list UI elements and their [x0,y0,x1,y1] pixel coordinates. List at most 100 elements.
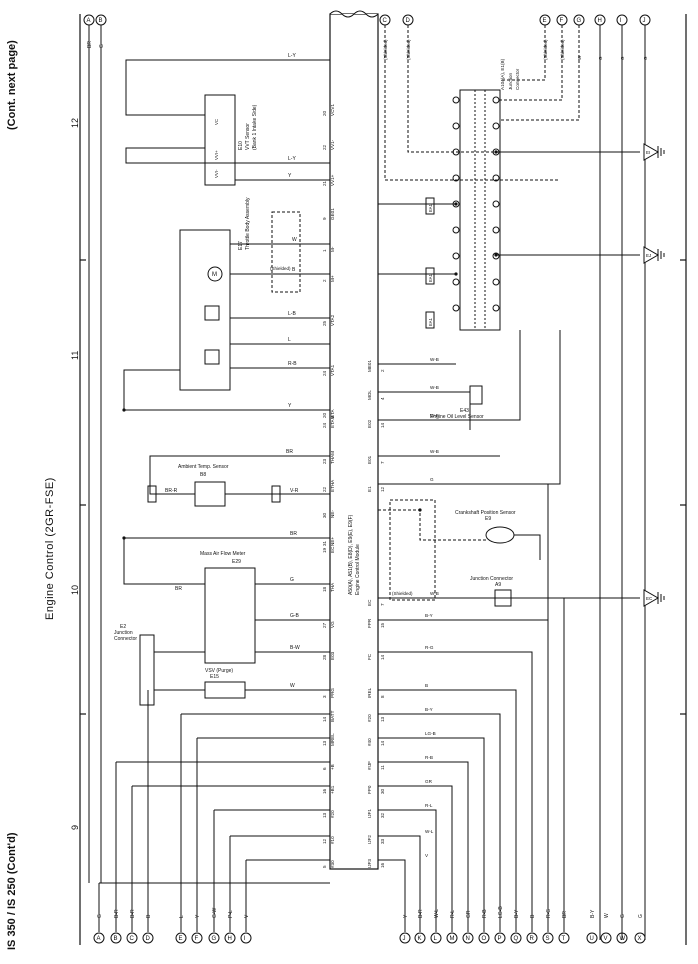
bottom-terminal-wire: R-B [482,909,488,918]
junction-dot [122,536,126,540]
oil-level-sensor-box [469,385,483,405]
top-right-terminal-wire: (Shielded) [560,39,565,60]
wire-label: G [290,577,294,583]
top-right-terminal-id: I [620,18,622,24]
top-left-terminal-wire: G [99,44,105,48]
left-terminal-id: B [114,936,118,942]
wire [407,25,560,153]
ecm-pin-number-right: 2 [380,369,385,372]
vvt-sensor-box [204,94,236,186]
wire [149,455,330,495]
ecm-pin-left: M+ [330,275,335,282]
left-terminal-wire: V [244,914,250,918]
wire [378,713,501,932]
junction-block-code: A104(A), E1(B) [500,58,505,90]
page-marker: 10 [70,585,80,595]
ecm-top-edge [329,10,379,18]
ecm-label-line2: Engine Control Module [355,544,361,595]
wire [378,835,421,932]
ecm-pin-number-left: 14 [322,716,327,722]
vvt-pin: VC [214,119,219,125]
motor-letter: M [212,272,217,278]
wire-label: L-Y [288,53,296,59]
ecm-body [329,13,379,870]
junction-pin [492,252,500,260]
bottom-terminal-circle [478,932,490,944]
left-terminal-wire: L [179,915,185,918]
wire-label: B-Y [425,707,433,712]
top-right-terminal-wire: (Shielded) [383,39,388,60]
left-terminal-id: E [179,936,183,942]
wire-label: B [425,683,428,688]
top-right-terminal-wire: (Shielded) [406,39,411,60]
ecm-pin-number-right: 7 [380,461,385,464]
ecm-pin-right: E02 [367,419,372,428]
junction-dot [418,508,422,512]
vsv-title: VSV (Purge) [205,668,233,674]
ecm-pin-number-left: 2 [322,279,327,282]
wire-label: W-B [430,385,439,390]
ecm-pin-number-left: 20 [322,110,327,116]
wire-label: V [425,853,429,858]
top-left-terminal-id: A [87,18,91,24]
wire-label: BR [175,586,182,592]
ecm-pin-number-left: 20 [322,412,327,418]
ecm-pin-left: ETAM [330,415,335,428]
ecm-pin-right: ME01 [367,360,372,372]
crank-shield [389,499,436,601]
ecm-pin-left: BATT [330,710,335,722]
connector-box [271,485,281,503]
ecm-pin-number-left: 16 [322,788,327,794]
ecm-pin-number-right: 8 [380,695,385,698]
ecm-pin-right: FPR [367,618,372,628]
jc-e2-code: E2 [120,624,126,630]
vvt-pin: VVI+ [214,150,219,160]
vvt-code: E10 [238,141,244,150]
ecm-pin-number-right: 14 [380,422,385,428]
ecm-pin-right: MOL [367,390,372,400]
ecm-pin-left: #10 [330,836,335,844]
top-right-terminal-id: F [560,18,564,24]
bottom-terminal-circle [542,932,554,944]
bottom-terminal-circle [634,932,646,944]
wire [125,59,330,116]
ecm-pin-number-left: 5 [322,865,327,868]
throttle-title: Throttle Body Assembly [245,197,251,250]
ecm-pin-number-right: 14 [380,740,385,746]
wire [378,483,549,932]
bottom-terminal-id: U [590,936,594,942]
junction-dot [494,253,498,257]
bottom-terminal-wire: GR [466,910,472,918]
ecm-pin-number-right: 4 [380,397,385,400]
top-left-terminal-id: B [99,18,103,24]
ecm-pin-number-left: 23 [322,458,327,464]
wire-label: V-R [290,488,299,494]
ecm-pin-left: #20 [330,810,335,818]
top-right-terminal-id: G [577,18,582,24]
wire [378,330,521,421]
ecm-pin-left: VG [330,621,335,628]
ground-triangle [643,246,660,264]
jc-e2-title-2: Connector [114,636,137,642]
wire-label: Y [288,173,292,179]
ecm-pin-left: #30 [330,860,335,868]
junction-block [459,89,501,331]
left-terminal-wire: G-W [212,907,218,918]
bottom-terminal-id: V [604,936,608,942]
left-terminal-wire: Y [195,914,201,918]
ecm-pin-number-right: 30 [380,788,385,794]
bottom-terminal-wire: B-R [418,909,424,918]
maf-title: Mass Air Flow Meter [200,551,246,557]
wire-label: BR-R [165,488,178,494]
bottom-terminal-id: M [450,936,455,942]
connector-ea [425,267,435,285]
ecm-pin-left: NE+ [330,537,335,546]
throttle-body-box [179,229,231,391]
bottom-terminal-circle [526,932,538,944]
ecm-pin-number-left: 22 [322,144,327,150]
vsv-code: E15 [210,674,219,680]
junction-pin [452,252,460,260]
throttle-code: E17 [238,241,244,250]
ground-triangle [643,589,660,607]
